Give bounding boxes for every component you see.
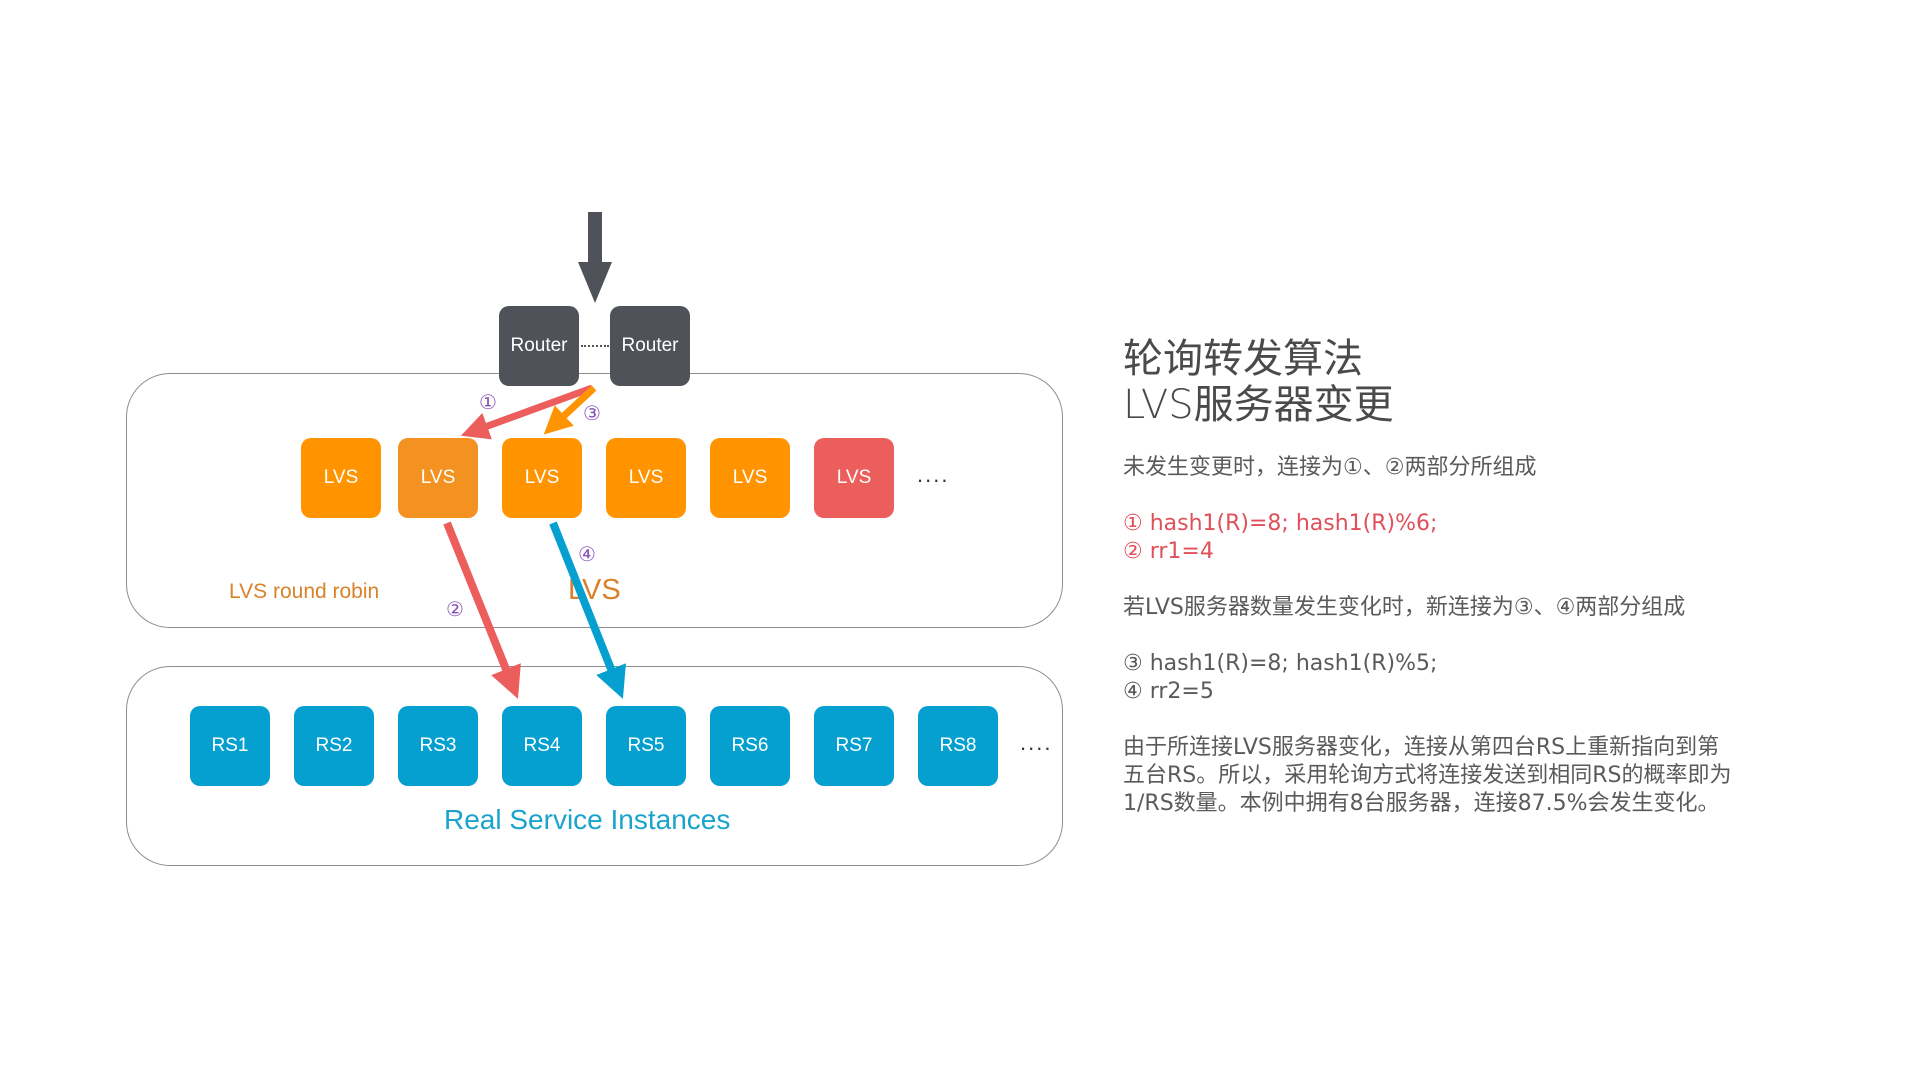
marker-3: ③ <box>583 403 601 425</box>
conclusion-line-1: 由于所连接LVS服务器变化，连接从第四台RS上重新指向到第 <box>1123 735 1720 760</box>
rs-label: RS6 <box>731 735 769 756</box>
marker-4: ④ <box>578 544 596 566</box>
rs-node-5[interactable]: RS5 <box>606 706 686 786</box>
rs-label: RS5 <box>627 735 665 756</box>
router-label: Router <box>510 335 568 356</box>
rs-node-2[interactable]: RS2 <box>294 706 374 786</box>
after-formula-3: ③ hash1(R)=8; hash1(R)%5; <box>1123 651 1438 676</box>
rs-label: RS2 <box>315 735 353 756</box>
title-line-2: LVS服务器变更 <box>1123 382 1394 428</box>
rs-label: RS3 <box>419 735 457 756</box>
router-2[interactable]: Router <box>610 306 690 386</box>
rs-node-8[interactable]: RS8 <box>918 706 998 786</box>
before-change-desc: 未发生变更时，连接为①、②两部分所组成 <box>1123 455 1537 480</box>
lvs-label: LVS <box>628 467 664 488</box>
rs-label: RS4 <box>523 735 561 756</box>
after-change-desc: 若LVS服务器数量发生变化时，新连接为③、④两部分组成 <box>1123 595 1686 620</box>
conclusion-line-3: 1/RS数量。本例中拥有8台服务器，连接87.5%会发生变化。 <box>1123 791 1720 816</box>
rs-group <box>126 666 1063 866</box>
lvs-label: LVS <box>836 467 872 488</box>
path-1-arrow <box>460 384 594 440</box>
path-2-arrow <box>443 521 521 699</box>
lvs-node-2[interactable]: LVS <box>398 438 478 518</box>
lvs-node-6-failed[interactable]: LVS <box>814 438 894 518</box>
path-4-arrow <box>549 521 626 699</box>
lvs-node-4[interactable]: LVS <box>606 438 686 518</box>
rs-node-3[interactable]: RS3 <box>398 706 478 786</box>
lvs-group-label: LVS round robin <box>229 580 380 603</box>
before-formula-1: ① hash1(R)=8; hash1(R)%6; <box>1123 511 1438 536</box>
lvs-node-5[interactable]: LVS <box>710 438 790 518</box>
before-formula-2: ② rr1=4 <box>1123 539 1214 564</box>
lvs-node-1[interactable]: LVS <box>301 438 381 518</box>
after-formula-4: ④ rr2=5 <box>1123 679 1214 704</box>
rs-label: RS7 <box>835 735 873 756</box>
router-link-dotted <box>581 345 609 347</box>
lvs-label: LVS <box>323 467 359 488</box>
rs-label: RS8 <box>939 735 977 756</box>
rs-label: RS1 <box>211 735 249 756</box>
panel-title: 轮询转发算法 LVS服务器变更 <box>1123 336 1394 428</box>
conclusion-line-2: 五台RS。所以，采用轮询方式将连接发送到相同RS的概率即为 <box>1123 763 1732 788</box>
rs-node-6[interactable]: RS6 <box>710 706 790 786</box>
lvs-label: LVS <box>524 467 560 488</box>
rs-node-1[interactable]: RS1 <box>190 706 270 786</box>
router-label: Router <box>621 335 679 356</box>
router-1[interactable]: Router <box>499 306 579 386</box>
lvs-label: LVS <box>732 467 768 488</box>
lvs-label: LVS <box>420 467 456 488</box>
rs-node-4[interactable]: RS4 <box>502 706 582 786</box>
title-line-1: 轮询转发算法 <box>1123 336 1363 382</box>
path-3-arrow <box>543 385 597 435</box>
rs-node-7[interactable]: RS7 <box>814 706 894 786</box>
rs-group-label: Real Service Instances <box>444 804 731 835</box>
marker-2: ② <box>446 599 464 621</box>
incoming-traffic-arrow <box>578 212 612 303</box>
rs-more-ellipsis: .... <box>1020 730 1053 755</box>
lvs-more-ellipsis: .... <box>917 462 950 487</box>
marker-1: ① <box>479 392 497 414</box>
lvs-node-3[interactable]: LVS <box>502 438 582 518</box>
